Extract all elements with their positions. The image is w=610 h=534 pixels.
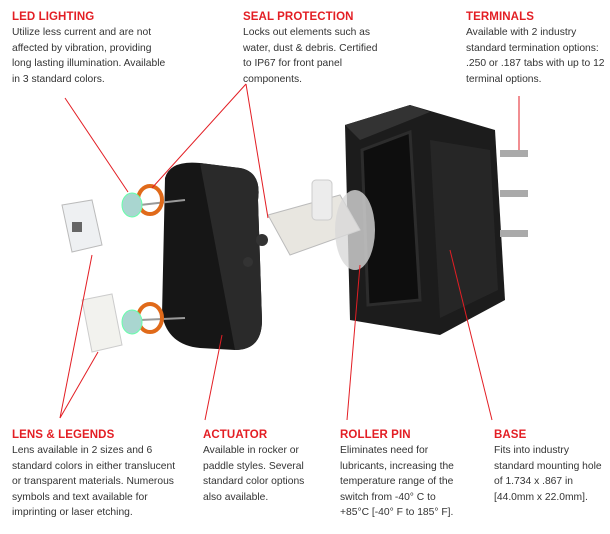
- callout-actuator: ACTUATOR Available in rocker or paddle s…: [203, 428, 315, 505]
- callout-body: Eliminates need for lubricants, increasi…: [340, 445, 454, 518]
- callout-lens-legends: LENS & LEGENDS Lens available in 2 sizes…: [12, 428, 180, 521]
- callout-title: BASE: [494, 429, 527, 441]
- callout-roller-pin: ROLLER PIN Eliminates need for lubricant…: [340, 428, 465, 521]
- callout-title: SEAL PROTECTION: [243, 11, 354, 23]
- callout-base: BASE Fits into industry standard mountin…: [494, 428, 606, 505]
- callout-body: Fits into industry standard mounting hol…: [494, 445, 602, 503]
- roller-pin: [267, 179, 375, 270]
- callout-title: LED LIGHTING: [12, 11, 95, 23]
- callout-body: Utilize less current and are not affecte…: [12, 27, 166, 85]
- callout-body: Available with 2 industry standard termi…: [466, 27, 605, 85]
- callout-body: Available in rocker or paddle styles. Se…: [203, 445, 305, 503]
- callout-title: ACTUATOR: [203, 429, 268, 441]
- led-assemblies: [121, 184, 186, 335]
- callout-title: LENS & LEGENDS: [12, 429, 115, 441]
- actuator: [162, 162, 268, 350]
- callout-seal-protection: SEAL PROTECTION Locks out elements such …: [243, 10, 388, 87]
- terminals: [500, 150, 528, 237]
- callout-body: Locks out elements such as water, dust &…: [243, 27, 378, 85]
- callout-body: Lens available in 2 sizes and 6 standard…: [12, 445, 176, 518]
- leader-lines: [59, 83, 520, 421]
- callout-title: ROLLER PIN: [340, 429, 411, 441]
- lenses: [61, 199, 123, 353]
- callout-led-lighting: LED LIGHTING Utilize less current and ar…: [12, 10, 172, 87]
- callout-terminals: TERMINALS Available with 2 industry stan…: [466, 10, 610, 87]
- callout-title: TERMINALS: [466, 11, 534, 23]
